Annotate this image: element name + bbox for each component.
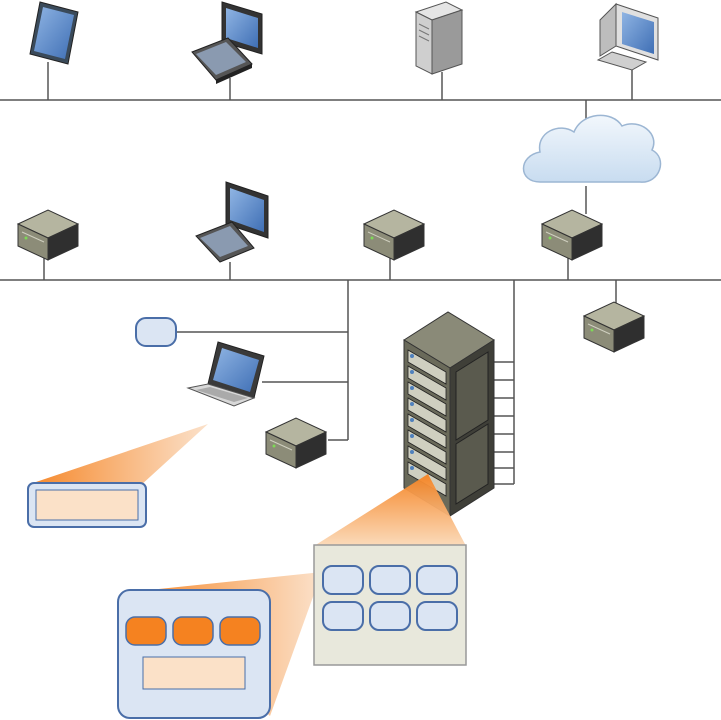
rounded-node-icon[interactable]	[136, 318, 176, 346]
desktop-computer-icon[interactable]	[192, 2, 262, 84]
detail-panel-icon[interactable]	[314, 545, 466, 665]
laptop-icon[interactable]	[188, 342, 264, 406]
detail-panel-icon[interactable]	[118, 590, 270, 718]
detail-panel-icon[interactable]	[28, 483, 146, 527]
laptop-zoom-beam	[30, 424, 208, 486]
network-appliance-icon[interactable]	[266, 418, 326, 468]
tablet-icon[interactable]	[30, 2, 78, 64]
network-appliance-icon[interactable]	[584, 302, 644, 352]
desktop-computer-icon[interactable]	[196, 182, 268, 262]
network-appliance-icon[interactable]	[18, 210, 78, 260]
network-appliance-icon[interactable]	[364, 210, 424, 260]
cloud-icon[interactable]	[524, 115, 661, 182]
network-appliance-icon[interactable]	[542, 210, 602, 260]
tower-server-icon[interactable]	[416, 2, 462, 74]
crt-monitor-icon[interactable]	[598, 4, 658, 70]
